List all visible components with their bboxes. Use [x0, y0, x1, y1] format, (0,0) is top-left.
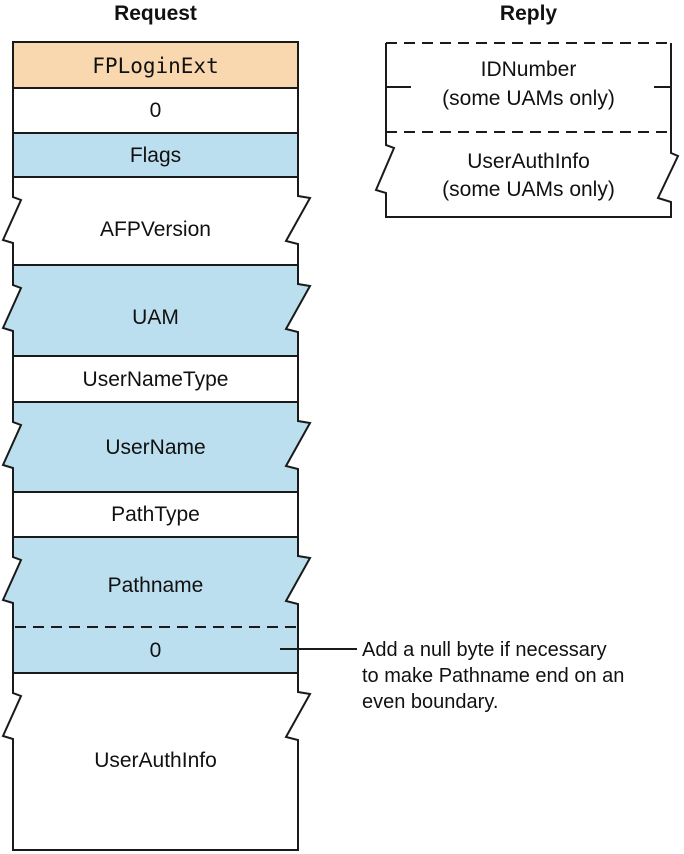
annotation-line: Add a null byte if necessary	[362, 639, 607, 661]
reply-box-outline	[374, 43, 680, 218]
request-afpversion-label: AFPVersion	[100, 218, 211, 241]
request-fploginext-label: FPLoginExt	[92, 54, 219, 78]
request-pathtype-box	[12, 491, 299, 538]
request-flags-label: Flags	[129, 144, 182, 167]
request-column-title: Request	[114, 2, 197, 25]
null-byte-annotation: Add a null byte if necessary to make Pat…	[362, 637, 624, 715]
request-usernametype-box	[12, 355, 299, 403]
reply-idnumber-label: IDNumber	[480, 58, 577, 81]
request-usernametype-label: UserNameType	[82, 368, 229, 391]
request-userauthinfo-box	[1, 672, 312, 851]
request-userauthinfo-label: UserAuthInfo	[94, 749, 217, 772]
annotation-line: to make Pathname end on an	[362, 665, 625, 687]
request-username-label: UserName	[105, 436, 206, 459]
reply-idnumber-sublabel: (some UAMs only)	[442, 87, 615, 110]
request-zero-label: 0	[149, 99, 162, 122]
reply-userauthinfo-sublabel: (some UAMs only)	[442, 178, 615, 201]
annotation-line: even boundary.	[362, 691, 499, 713]
request-uam-label: UAM	[132, 306, 179, 329]
request-pathname-label: Pathname	[107, 574, 204, 597]
request-fploginext-box	[12, 41, 299, 89]
request-nullbyte-label: 0	[149, 639, 162, 662]
request-pathtype-label: PathType	[111, 503, 200, 526]
reply-column-title: Reply	[499, 2, 558, 25]
reply-userauthinfo-label: UserAuthInfo	[467, 150, 590, 173]
request-zero-box	[12, 87, 299, 134]
